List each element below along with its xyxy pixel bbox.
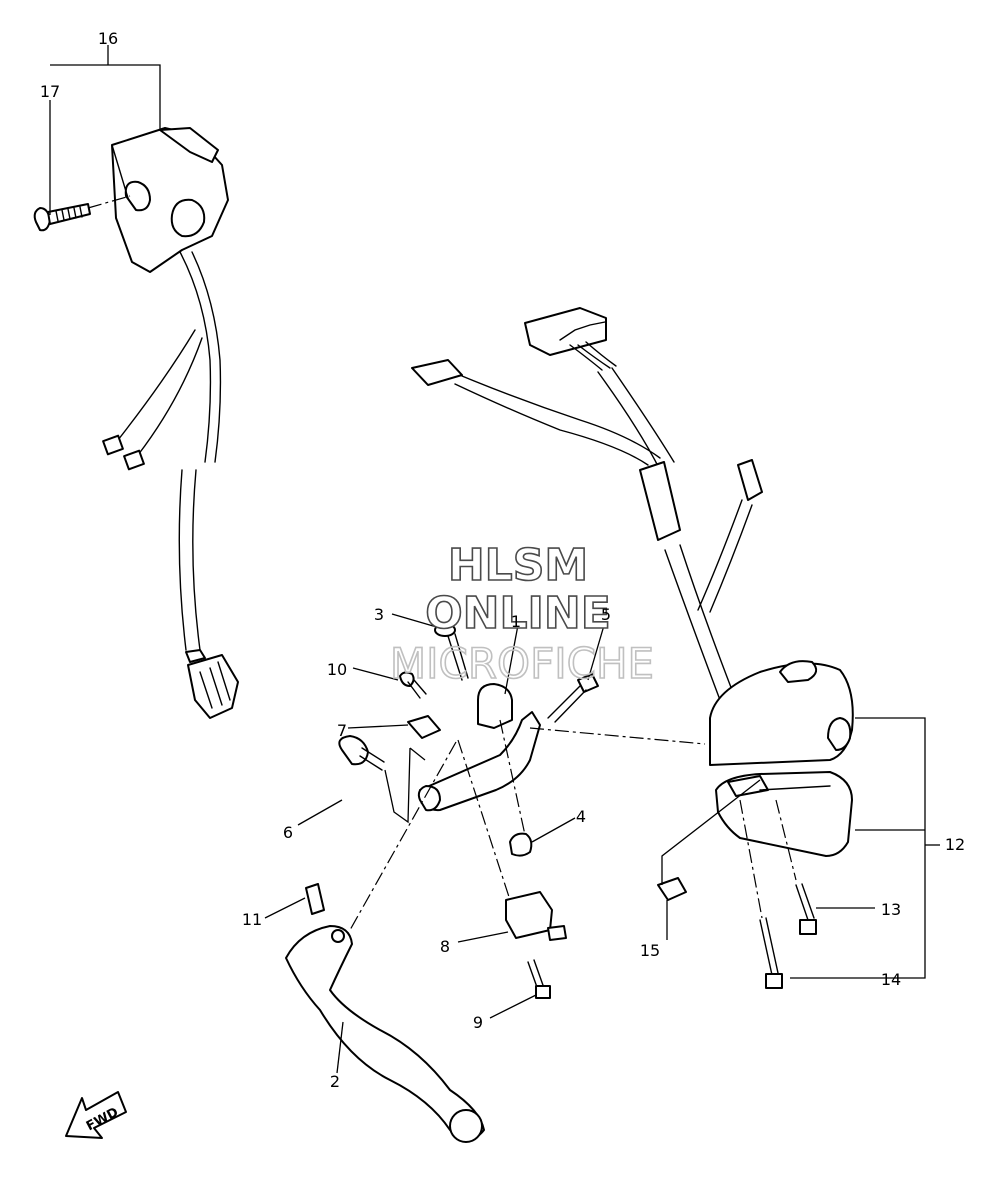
callout-8: 8 — [440, 937, 450, 956]
left-switch-wire-harness — [102, 251, 239, 719]
callout-6: 6 — [283, 823, 293, 842]
lever-2 — [285, 925, 485, 1143]
callout-11: 11 — [242, 910, 262, 929]
right-wire-harness — [411, 307, 763, 701]
callout-1: 1 — [511, 612, 521, 631]
leader-lines — [49, 45, 940, 1074]
watermark: HLSM ONLINE MICROFICHE — [389, 539, 655, 689]
callout-12: 12 — [945, 835, 965, 854]
screw-13 — [795, 883, 817, 935]
bolt-5 — [547, 673, 599, 723]
part-15-block — [657, 877, 687, 901]
right-handlebar-switch-upper — [709, 660, 854, 766]
screw-17 — [33, 203, 91, 232]
watermark-line1: HLSM — [448, 540, 588, 591]
callout-5: 5 — [601, 605, 611, 624]
collar-11 — [305, 883, 325, 915]
callout-numbers: 1 2 3 4 5 6 7 8 9 10 11 12 13 14 15 16 1… — [40, 29, 965, 1091]
right-handlebar-switch-lower — [715, 771, 853, 857]
callout-17: 17 — [40, 82, 60, 101]
screw-10 — [399, 671, 427, 699]
bolt-3 — [434, 623, 469, 681]
switch-8 — [505, 891, 567, 941]
callout-16: 16 — [98, 29, 118, 48]
clip-7 — [407, 715, 441, 739]
fwd-direction-arrow: FWD — [65, 1091, 127, 1139]
callout-2: 2 — [330, 1072, 340, 1091]
screw-9 — [527, 959, 551, 999]
callout-14: 14 — [881, 970, 901, 989]
screw-14 — [759, 917, 783, 989]
callout-9: 9 — [473, 1013, 483, 1032]
callout-4: 4 — [576, 807, 586, 826]
bolt-6 — [338, 735, 385, 771]
left-handlebar-switch — [111, 127, 229, 273]
callout-3: 3 — [374, 605, 384, 624]
callout-7: 7 — [337, 721, 347, 740]
callout-15: 15 — [640, 941, 660, 960]
watermark-line3: MICROFICHE — [390, 639, 654, 688]
lever-bracket-1 — [417, 683, 541, 812]
callout-10: 10 — [327, 660, 347, 679]
watermark-line2: ONLINE — [425, 588, 611, 639]
nut-4 — [509, 832, 533, 857]
callout-13: 13 — [881, 900, 901, 919]
alignment-lines — [87, 195, 797, 931]
